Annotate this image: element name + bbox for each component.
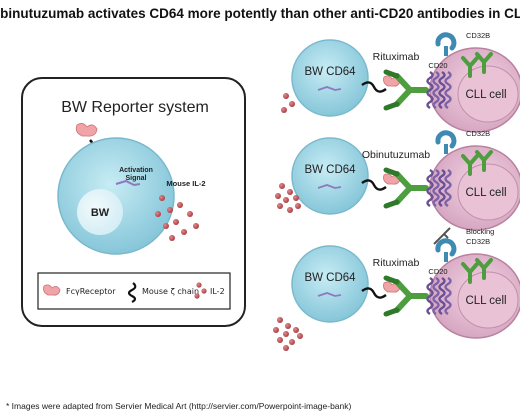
antibody-label: Obinutuzumab bbox=[362, 149, 430, 161]
il2-dot bbox=[279, 183, 285, 189]
il2-dot bbox=[277, 337, 283, 343]
activation-signal-arrow bbox=[115, 179, 141, 187]
signal-arrow bbox=[317, 86, 342, 91]
il2-dot bbox=[281, 107, 287, 113]
legend-il2-icon bbox=[194, 282, 207, 299]
il2-dot bbox=[159, 195, 165, 201]
cd32b-label: CD32B bbox=[466, 237, 490, 246]
il2-dot bbox=[173, 219, 179, 225]
zeta-chain bbox=[361, 287, 387, 299]
il2-dot bbox=[283, 345, 289, 351]
bw-cd64-label: BW CD64 bbox=[304, 272, 356, 284]
reporter-heading: BW Reporter system bbox=[61, 99, 209, 116]
bw-cell-label: BW bbox=[91, 207, 110, 219]
il2-dot bbox=[285, 323, 291, 329]
il2-dot bbox=[155, 211, 161, 217]
antibody-icon bbox=[386, 278, 426, 314]
cd32b-icon bbox=[438, 35, 454, 56]
il2-dot bbox=[277, 203, 283, 209]
figure-title: Obinutuzumab activates CD64 more potentl… bbox=[0, 6, 520, 21]
il2-dot bbox=[287, 189, 293, 195]
bw-nucleus bbox=[77, 189, 123, 235]
il2-dot bbox=[167, 207, 173, 213]
il2-dot bbox=[283, 93, 289, 99]
bw-cd64-cell bbox=[291, 137, 369, 215]
il2-dot bbox=[273, 327, 279, 333]
il2-dot bbox=[289, 339, 295, 345]
cd32b-label: CD32B bbox=[466, 31, 490, 40]
reporter-system-panel: BW Reporter system BW Activation Signal … bbox=[21, 77, 246, 327]
signal-arrow bbox=[317, 292, 342, 297]
il2-dot-cluster bbox=[273, 317, 303, 351]
activation-signal-label-1: Activation bbox=[119, 167, 153, 174]
antibody-label: Rituximab bbox=[373, 257, 420, 269]
blocking-antibody-icon bbox=[433, 227, 451, 245]
antibody-icon bbox=[386, 170, 426, 206]
il2-dot bbox=[177, 202, 183, 208]
blocking-label: Blocking bbox=[466, 227, 494, 236]
cd20-label: CD20 bbox=[428, 61, 447, 70]
cd32b-icon bbox=[438, 133, 454, 154]
il2-dot bbox=[169, 235, 175, 241]
cd20-label: CD20 bbox=[428, 267, 447, 276]
il2-dot bbox=[283, 197, 289, 203]
legend-box bbox=[37, 272, 231, 310]
cll-nucleus bbox=[457, 163, 519, 221]
il2-dot bbox=[275, 193, 281, 199]
fcy-receptor-icon bbox=[75, 123, 98, 137]
legend-mouse-zeta-chain: Mouse ζ chain bbox=[142, 287, 199, 296]
cd32b-label: CD32B bbox=[466, 129, 490, 138]
il2-dot-cluster bbox=[281, 93, 295, 113]
cll-cell-label: CLL cell bbox=[465, 295, 506, 307]
il2-dot bbox=[293, 327, 299, 333]
legend-zeta-icon bbox=[127, 282, 137, 303]
il2-dot bbox=[181, 229, 187, 235]
il2-dot bbox=[187, 211, 193, 217]
cll-cell-label: CLL cell bbox=[465, 89, 506, 101]
cd32b-icon bbox=[438, 241, 454, 262]
footnote: * Images were adapted from Servier Medic… bbox=[6, 401, 352, 411]
cll-nucleus bbox=[457, 65, 519, 123]
il2-dot bbox=[283, 331, 289, 337]
il2-dot bbox=[297, 333, 303, 339]
cll-nucleus bbox=[457, 271, 519, 329]
legend-il2: IL-2 bbox=[210, 287, 225, 296]
il2-dot bbox=[295, 203, 301, 209]
zeta-chain bbox=[361, 179, 387, 191]
il2-dot bbox=[289, 101, 295, 107]
zeta-chain bbox=[361, 81, 387, 93]
il2-dot bbox=[287, 207, 293, 213]
activation-signal-label-2: Signal bbox=[125, 175, 146, 182]
bw-cd64-cell bbox=[291, 39, 369, 117]
il2-dot bbox=[193, 223, 199, 229]
cll-cell-label: CLL cell bbox=[465, 187, 506, 199]
il2-dot bbox=[277, 317, 283, 323]
bw-cd64-label: BW CD64 bbox=[304, 66, 356, 78]
il2-dot bbox=[293, 195, 299, 201]
legend-fcy-icon bbox=[43, 284, 61, 296]
mouse-il2-label: Mouse IL-2 bbox=[166, 179, 205, 188]
antibody-label: Rituximab bbox=[373, 51, 420, 63]
signal-arrow bbox=[317, 184, 342, 189]
legend-fcy-receptor: FcγReceptor bbox=[66, 287, 116, 296]
bw-cd64-cell bbox=[291, 245, 369, 323]
antibody-icon bbox=[386, 72, 426, 108]
il2-dot bbox=[163, 223, 169, 229]
bw-cd64-label: BW CD64 bbox=[304, 164, 356, 176]
